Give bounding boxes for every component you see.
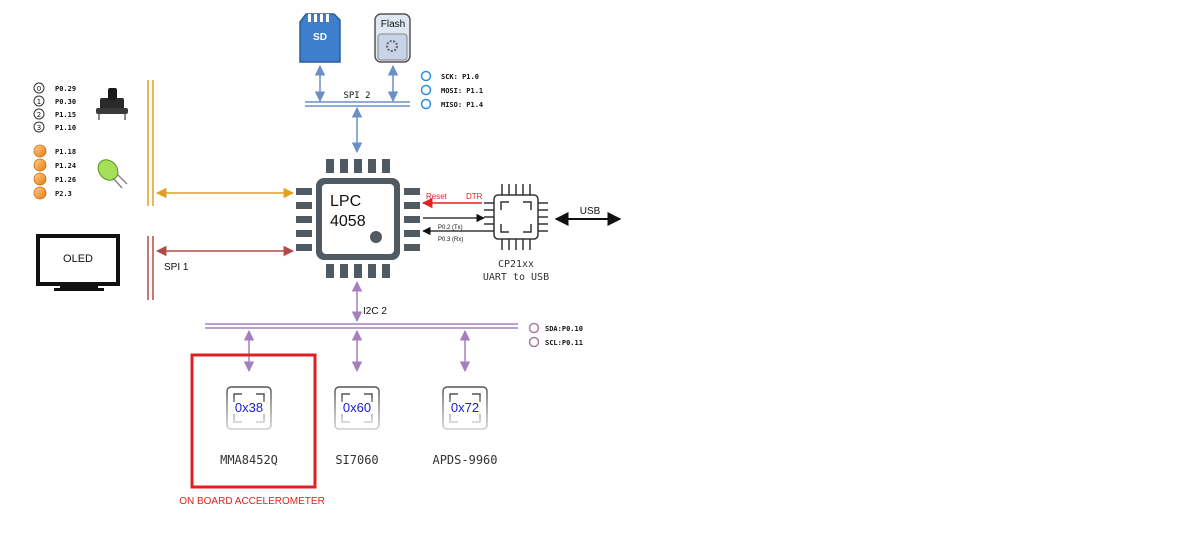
gpio-bus xyxy=(147,80,154,206)
spi2-pin-circle xyxy=(420,98,432,110)
sensor-name: SI7060 xyxy=(335,453,378,467)
oled-display-icon xyxy=(36,234,120,291)
spi2-pin-sck: SCK: P1.0 xyxy=(441,73,479,81)
tx-label: P0.2 (Tx) xyxy=(438,225,463,231)
push-button-icon xyxy=(96,88,128,120)
button-index: 2 xyxy=(37,111,41,119)
uart-chip-name: CP21xx xyxy=(498,259,534,270)
sd-card-label: SD xyxy=(313,32,327,43)
mcu-label-line2: 4058 xyxy=(330,213,366,230)
sensor-address: 0x38 xyxy=(235,400,263,415)
spi2-bus-label: SPI 2 xyxy=(343,91,370,101)
mcu-chip xyxy=(296,159,420,278)
sensor-address: 0x60 xyxy=(343,400,371,415)
oled-label: OLED xyxy=(63,253,93,265)
spi1-bus xyxy=(147,236,154,300)
spi2-pin-circle xyxy=(420,84,432,96)
spi2-pin-circle xyxy=(420,70,432,82)
sensor-name: APDS-9960 xyxy=(432,453,497,467)
i2c2-bus-label: I2C 2 xyxy=(363,306,387,317)
rx-label: P0.3 (Rx) xyxy=(438,237,463,243)
led-dot xyxy=(33,158,47,172)
led-dot xyxy=(33,144,47,158)
spi2-pin-mosi: MOSI: P1.1 xyxy=(441,87,483,95)
led-pin-list: P1.18 P1.24 P1.26 P2.3 xyxy=(33,144,76,200)
i2c2-pin-circle xyxy=(528,336,540,348)
accelerometer-caption: ON BOARD ACCELEROMETER xyxy=(179,496,325,507)
i2c2-pin-list: SDA:P0.10 SCL:P0.11 xyxy=(528,322,583,348)
i2c2-pin-sda: SDA:P0.10 xyxy=(545,325,583,333)
reset-label: Reset xyxy=(426,192,448,201)
sd-card-icon: SD xyxy=(299,13,341,63)
uart-usb-chip xyxy=(484,184,548,250)
button-pin: P1.10 xyxy=(55,124,76,132)
button-pin: P0.29 xyxy=(55,85,76,93)
green-led-icon xyxy=(97,159,128,189)
button-pin: P1.15 xyxy=(55,111,76,119)
button-index: 0 xyxy=(37,85,41,93)
uart-chip-desc: UART to USB xyxy=(483,272,549,283)
mcu-label-line1: LPC xyxy=(330,193,361,210)
sensor-chip xyxy=(217,378,281,438)
led-dot xyxy=(33,172,47,186)
button-item: 2 P1.15 xyxy=(33,108,76,120)
flash-memory-label: Flash xyxy=(381,19,405,30)
button-pin: P0.30 xyxy=(55,98,76,106)
button-index: 1 xyxy=(37,98,41,106)
usb-label: USB xyxy=(580,206,601,217)
sensor-address: 0x72 xyxy=(451,400,479,415)
flash-memory-icon: Flash xyxy=(374,13,411,63)
button-index: 3 xyxy=(37,124,41,132)
spi2-pin-miso: MISO: P1.4 xyxy=(441,101,483,109)
led-dot xyxy=(33,186,47,200)
button-pin-list: 0 P0.29 1 P0.30 2 P1.15 3 P1.10 xyxy=(33,82,76,133)
button-item: 3 P1.10 xyxy=(33,121,76,133)
sensor-chip xyxy=(325,378,389,438)
led-pin: P1.18 xyxy=(55,148,76,156)
i2c2-pin-circle xyxy=(528,322,540,334)
i2c2-bus xyxy=(205,323,518,329)
i2c2-pin-scl: SCL:P0.11 xyxy=(545,339,583,347)
spi2-bus xyxy=(305,101,410,107)
button-item: 0 P0.29 xyxy=(33,82,76,94)
sensor-chip xyxy=(433,378,497,438)
spi1-bus-label: SPI 1 xyxy=(164,262,189,273)
spi2-pin-list: SCK: P1.0 MOSI: P1.1 MISO: P1.4 xyxy=(420,70,483,110)
sensor-name: MMA8452Q xyxy=(220,453,278,467)
led-pin: P2.3 xyxy=(55,190,72,198)
led-pin: P1.26 xyxy=(55,176,76,184)
dtr-label: DTR xyxy=(466,192,483,201)
accelerometer-highlight-box xyxy=(190,353,317,489)
led-pin: P1.24 xyxy=(55,162,76,170)
button-item: 1 P0.30 xyxy=(33,95,76,107)
